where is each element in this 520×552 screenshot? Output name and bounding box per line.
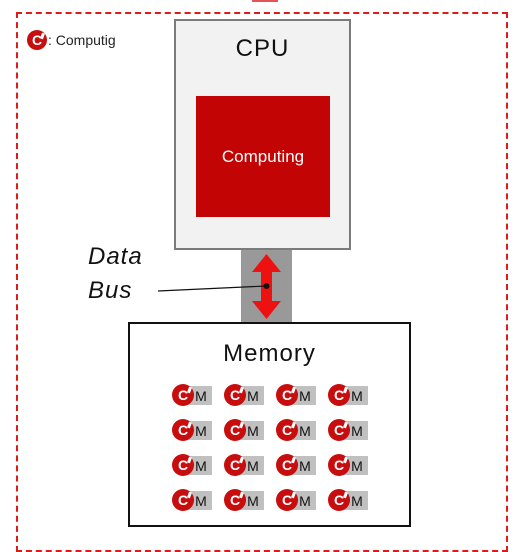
computing-badge-icon: C — [172, 454, 194, 476]
computing-badge-icon: C — [276, 384, 298, 406]
computing-badge-icon: C — [224, 419, 246, 441]
computing-badge-icon: C — [328, 419, 350, 441]
computing-badge-icon: C — [328, 384, 350, 406]
computing-block: Computing — [196, 96, 330, 217]
memory-unit-label: M — [351, 457, 363, 474]
computing-badge-icon: C — [224, 454, 246, 476]
memory-unit-label: M — [351, 422, 363, 439]
computing-badge-icon: C — [172, 419, 194, 441]
computing-badge-icon: C — [276, 489, 298, 511]
legend-label: : Computig — [48, 32, 116, 48]
computing-badge-icon: C — [27, 30, 47, 50]
top-edge-marker — [252, 0, 278, 5]
data-bus-label-line2: Bus — [88, 277, 133, 304]
computing-badge-icon: C — [224, 384, 246, 406]
bidirectional-arrow-icon — [252, 254, 281, 319]
memory-unit-label: M — [195, 457, 207, 474]
cpu-box: CPU Computing — [174, 19, 351, 250]
memory-unit-label: M — [299, 387, 311, 404]
data-bus-label-line1: Data — [88, 243, 143, 270]
computing-badge-icon: C — [276, 454, 298, 476]
memory-unit-label: M — [247, 492, 259, 509]
memory-unit-label: M — [247, 457, 259, 474]
data-bus-label: Data Bus — [88, 240, 143, 308]
computing-badge-icon: C — [328, 454, 350, 476]
computing-label: Computing — [221, 146, 305, 166]
memory-unit-label: M — [299, 422, 311, 439]
legend: C : Computig — [27, 30, 116, 50]
computing-badge-icon: C — [172, 384, 194, 406]
memory-unit-label: M — [247, 387, 259, 404]
memory-unit-label: M — [247, 422, 259, 439]
memory-unit-label: M — [351, 387, 363, 404]
computing-badge-icon: C — [172, 489, 194, 511]
memory-unit-label: M — [195, 387, 207, 404]
memory-unit-label: M — [195, 422, 207, 439]
computing-badge-icon: C — [276, 419, 298, 441]
computing-badge-icon: C — [224, 489, 246, 511]
memory-unit-label: M — [351, 492, 363, 509]
computing-badge-icon: C — [328, 489, 350, 511]
memory-title: Memory — [223, 340, 316, 367]
memory-unit-label: M — [299, 457, 311, 474]
cpu-title: CPU — [235, 35, 290, 62]
memory-unit-label: M — [299, 492, 311, 509]
memory-unit-label: M — [195, 492, 207, 509]
